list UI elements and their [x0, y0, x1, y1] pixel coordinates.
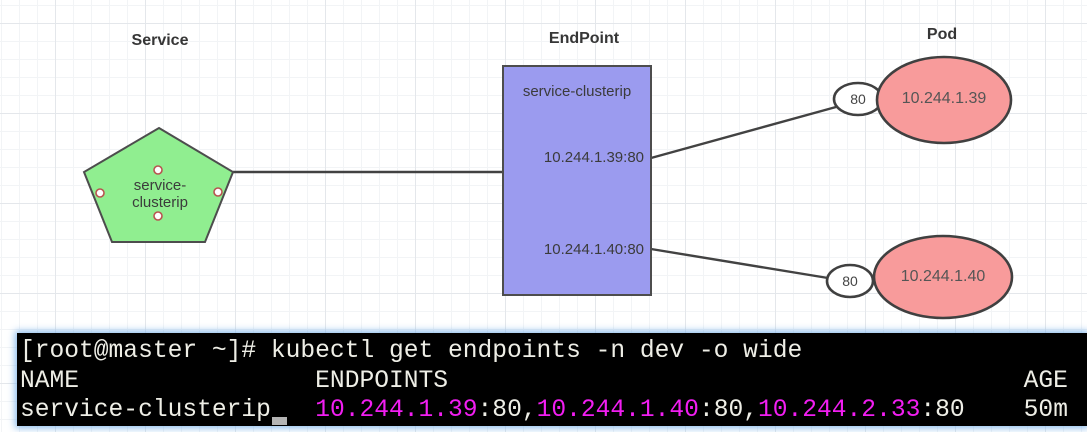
connection-point-dot	[153, 165, 163, 175]
result-endpoint-ip-2: 10.244.1.40	[536, 397, 699, 424]
result-endpoint-port-1: :80,	[477, 397, 537, 424]
result-endpoint-port-3: :80	[920, 397, 965, 424]
connection-point-dot	[95, 188, 105, 198]
pod2-ellipse[interactable]	[872, 234, 1014, 320]
service-node-name: service- clusterip	[98, 177, 222, 211]
connector-endpoint-pod1[interactable]	[650, 105, 837, 160]
service-node-name-line1: service-	[133, 177, 187, 194]
pod1-port-label: 80	[850, 91, 866, 107]
result-name: service-clusterip	[20, 397, 316, 424]
service-column-label: Service	[131, 32, 189, 49]
terminal-cursor	[272, 417, 287, 425]
pod1-ellipse[interactable]	[875, 55, 1013, 145]
result-endpoint-ip-1: 10.244.1.39	[315, 397, 478, 424]
terminal-header-line: NAME ENDPOINTS AGE	[20, 367, 1068, 395]
connection-point-dot	[153, 211, 163, 221]
terminal-prompt-line: [root@master ~]# kubectl get endpoints -…	[20, 338, 803, 365]
service-node-name-line2: clusterip	[132, 194, 188, 211]
terminal-window[interactable]: [root@master ~]# kubectl get endpoints -…	[17, 333, 1087, 426]
terminal-result-line: service-clusterip 10.244.1.39:80,10.244.…	[20, 396, 1087, 426]
pod2-ip-label: 10.244.1.40	[900, 268, 986, 285]
result-endpoint-ip-3: 10.244.2.33	[758, 397, 921, 424]
service-pentagon-shape[interactable]	[82, 126, 235, 243]
pod1-ip-label: 10.244.1.39	[901, 90, 987, 107]
result-endpoint-port-2: :80,	[698, 397, 758, 424]
endpoint-rect-shape[interactable]	[502, 65, 652, 296]
result-age: 50m	[964, 397, 1068, 424]
endpoint-address-1: 10.244.1.39:80	[543, 149, 644, 166]
pod-column-label: Pod	[926, 26, 958, 43]
endpoint-node-title: service-clusterip	[522, 83, 632, 100]
endpoint-address-2: 10.244.1.40:80	[543, 241, 644, 258]
connection-point-dot	[213, 187, 223, 197]
pod2-port-label: 80	[842, 273, 858, 289]
endpoint-column-label: EndPoint	[548, 30, 620, 47]
connector-endpoint-pod2[interactable]	[650, 247, 829, 280]
